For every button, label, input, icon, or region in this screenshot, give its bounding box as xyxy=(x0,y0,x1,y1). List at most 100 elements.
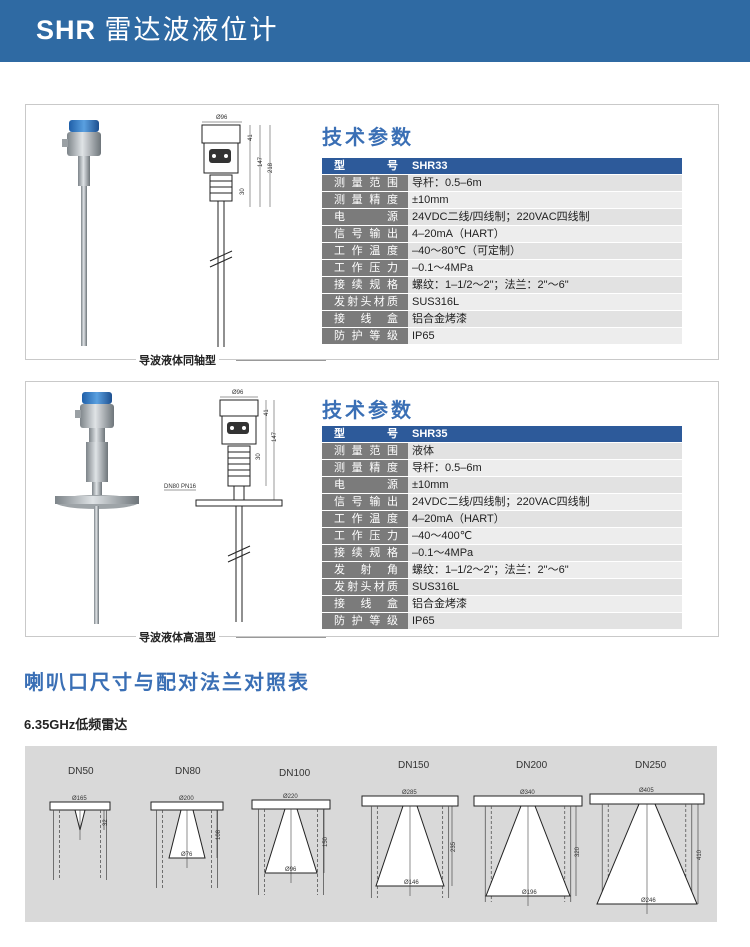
horn-dn-label: DN80 xyxy=(175,766,201,777)
spec-label: 信号输出 xyxy=(322,493,408,511)
spec-label: 型 号 xyxy=(322,158,408,175)
horn-height-dim: 320 xyxy=(575,846,581,857)
product-caption-1: 导波液体同轴型 xyxy=(136,352,219,368)
spec-label: 接线盒 xyxy=(322,595,408,613)
horn-mouth-dim: Ø96 xyxy=(285,867,297,873)
spec-value: –0.1～4MPa xyxy=(408,544,682,562)
spec-label: 测量范围 xyxy=(322,442,408,460)
spec-value: SUS316L xyxy=(408,578,682,596)
spec-row: 电 源±10mm xyxy=(322,476,682,494)
horn-dn-label: DN250 xyxy=(635,760,667,771)
product-photo-2 xyxy=(55,392,139,624)
svg-text:Ø96: Ø96 xyxy=(232,390,244,396)
spec-value: 24VDC二线/四线制；220VAC四线制 xyxy=(408,208,682,226)
spec-value: IP65 xyxy=(408,327,682,345)
spec-label: 工作温度 xyxy=(322,510,408,528)
spec-label: 型 号 xyxy=(322,426,408,443)
product-photo-1 xyxy=(62,120,101,346)
spec-row: 测量精度导杆：0.5–6m xyxy=(322,459,682,477)
flange-plate xyxy=(150,801,224,811)
horn-dn-label: DN200 xyxy=(516,760,548,771)
spec-label: 电 源 xyxy=(322,208,408,226)
spec-label: 信号输出 xyxy=(322,225,408,243)
spec-label: 发射角 xyxy=(322,561,408,579)
spec-value: 4–20mA（HART） xyxy=(408,510,682,528)
flange-dim: Ø405 xyxy=(639,788,654,794)
spec-label: 测量范围 xyxy=(322,174,408,192)
spec-value: 铝合金烤漆 xyxy=(408,595,682,613)
spec-row: 接线盒铝合金烤漆 xyxy=(322,310,682,328)
title-latin: SHR xyxy=(36,15,97,45)
dim-width: Ø96 xyxy=(216,115,228,121)
spec-value: –40～400℃ xyxy=(408,527,682,545)
spec-label: 防护等级 xyxy=(322,327,408,345)
svg-text:147: 147 xyxy=(272,431,278,442)
horn-height-dim: 410 xyxy=(697,849,703,860)
svg-text:41: 41 xyxy=(264,409,270,416)
horn-height-dim: 108 xyxy=(216,829,222,840)
spec-label: 工作压力 xyxy=(322,259,408,277)
horn-height-dim: 32 xyxy=(103,819,109,826)
spec-value: 4–20mA（HART） xyxy=(408,225,682,243)
spec-value: –0.1～4MPa xyxy=(408,259,682,277)
spec-value: 导杆：0.5–6m xyxy=(408,174,682,192)
page-title: SHR 雷达波液位计 xyxy=(36,8,279,47)
svg-text:41: 41 xyxy=(248,134,254,141)
horn-diagram: DN50Ø16532DN80Ø200Ø76108DN100Ø220Ø96150D… xyxy=(49,760,705,914)
spec-label: 防护等级 xyxy=(322,612,408,630)
spec-label: 接续规格 xyxy=(322,544,408,562)
horn-mouth-dim: Ø76 xyxy=(181,852,193,858)
product-panel-2: Ø96 DN80 PN16 41 147 30 导波液体高温型 技术参数 型 号… xyxy=(25,381,719,645)
horn-section-subtitle: 6.35GHz低频雷达 xyxy=(24,717,128,732)
spec-value: 液体 xyxy=(408,442,682,460)
flange-dim: Ø340 xyxy=(520,790,535,796)
spec-label: 接续规格 xyxy=(322,276,408,294)
title-cn: 雷达波液位计 xyxy=(104,15,279,45)
horn-dn-label: DN50 xyxy=(68,766,94,777)
spec-value: ±10mm xyxy=(408,476,682,494)
flange-dim: Ø220 xyxy=(283,794,298,800)
spec-row: 工作温度–40～80℃（可定制） xyxy=(322,242,682,260)
spec-row: 接续规格–0.1～4MPa xyxy=(322,544,682,562)
svg-text:30: 30 xyxy=(256,453,262,460)
spec-label: 工作温度 xyxy=(322,242,408,260)
horn-dn-label: DN100 xyxy=(279,768,311,779)
caption-line-1 xyxy=(236,360,326,361)
spec-row: 测量范围液体 xyxy=(322,442,682,460)
flange-plate xyxy=(49,801,111,811)
product-caption-2: 导波液体高温型 xyxy=(136,629,219,645)
spec-label: 发射头材质 xyxy=(322,293,408,311)
svg-text:30: 30 xyxy=(240,188,246,195)
svg-text:DN80 PN16: DN80 PN16 xyxy=(164,484,197,490)
spec-row: 测量范围导杆：0.5–6m xyxy=(322,174,682,192)
flange-plate xyxy=(361,795,459,807)
horn-dn-label: DN150 xyxy=(398,760,430,771)
spec-label: 发射头材质 xyxy=(322,578,408,596)
spec-row: 工作压力–0.1～4MPa xyxy=(322,259,682,277)
spec-value: 螺纹：1–1/2～2"；法兰：2"～6" xyxy=(408,276,682,294)
spec-row: 测量精度±10mm xyxy=(322,191,682,209)
drawing-2: Ø96 DN80 PN16 41 147 30 xyxy=(164,390,283,622)
flange-plate xyxy=(473,795,583,807)
drawing-1: Ø96 41 147 218 30 xyxy=(201,115,274,347)
horn-height-dim: 235 xyxy=(451,841,457,852)
spec-label: 工作压力 xyxy=(322,527,408,545)
flange-dim: Ø200 xyxy=(179,796,194,802)
spec-value: 铝合金烤漆 xyxy=(408,310,682,328)
horn-height-dim: 150 xyxy=(323,836,329,847)
spec-title-1: 技术参数 xyxy=(322,127,414,149)
spec-title-2: 技术参数 xyxy=(322,400,414,422)
caption-line-2 xyxy=(236,637,326,638)
horn-mouth-dim: Ø146 xyxy=(404,880,419,886)
spec-value: SHR33 xyxy=(408,158,682,175)
horn-section-title: 喇叭口尺寸与配对法兰对照表 xyxy=(24,672,310,694)
